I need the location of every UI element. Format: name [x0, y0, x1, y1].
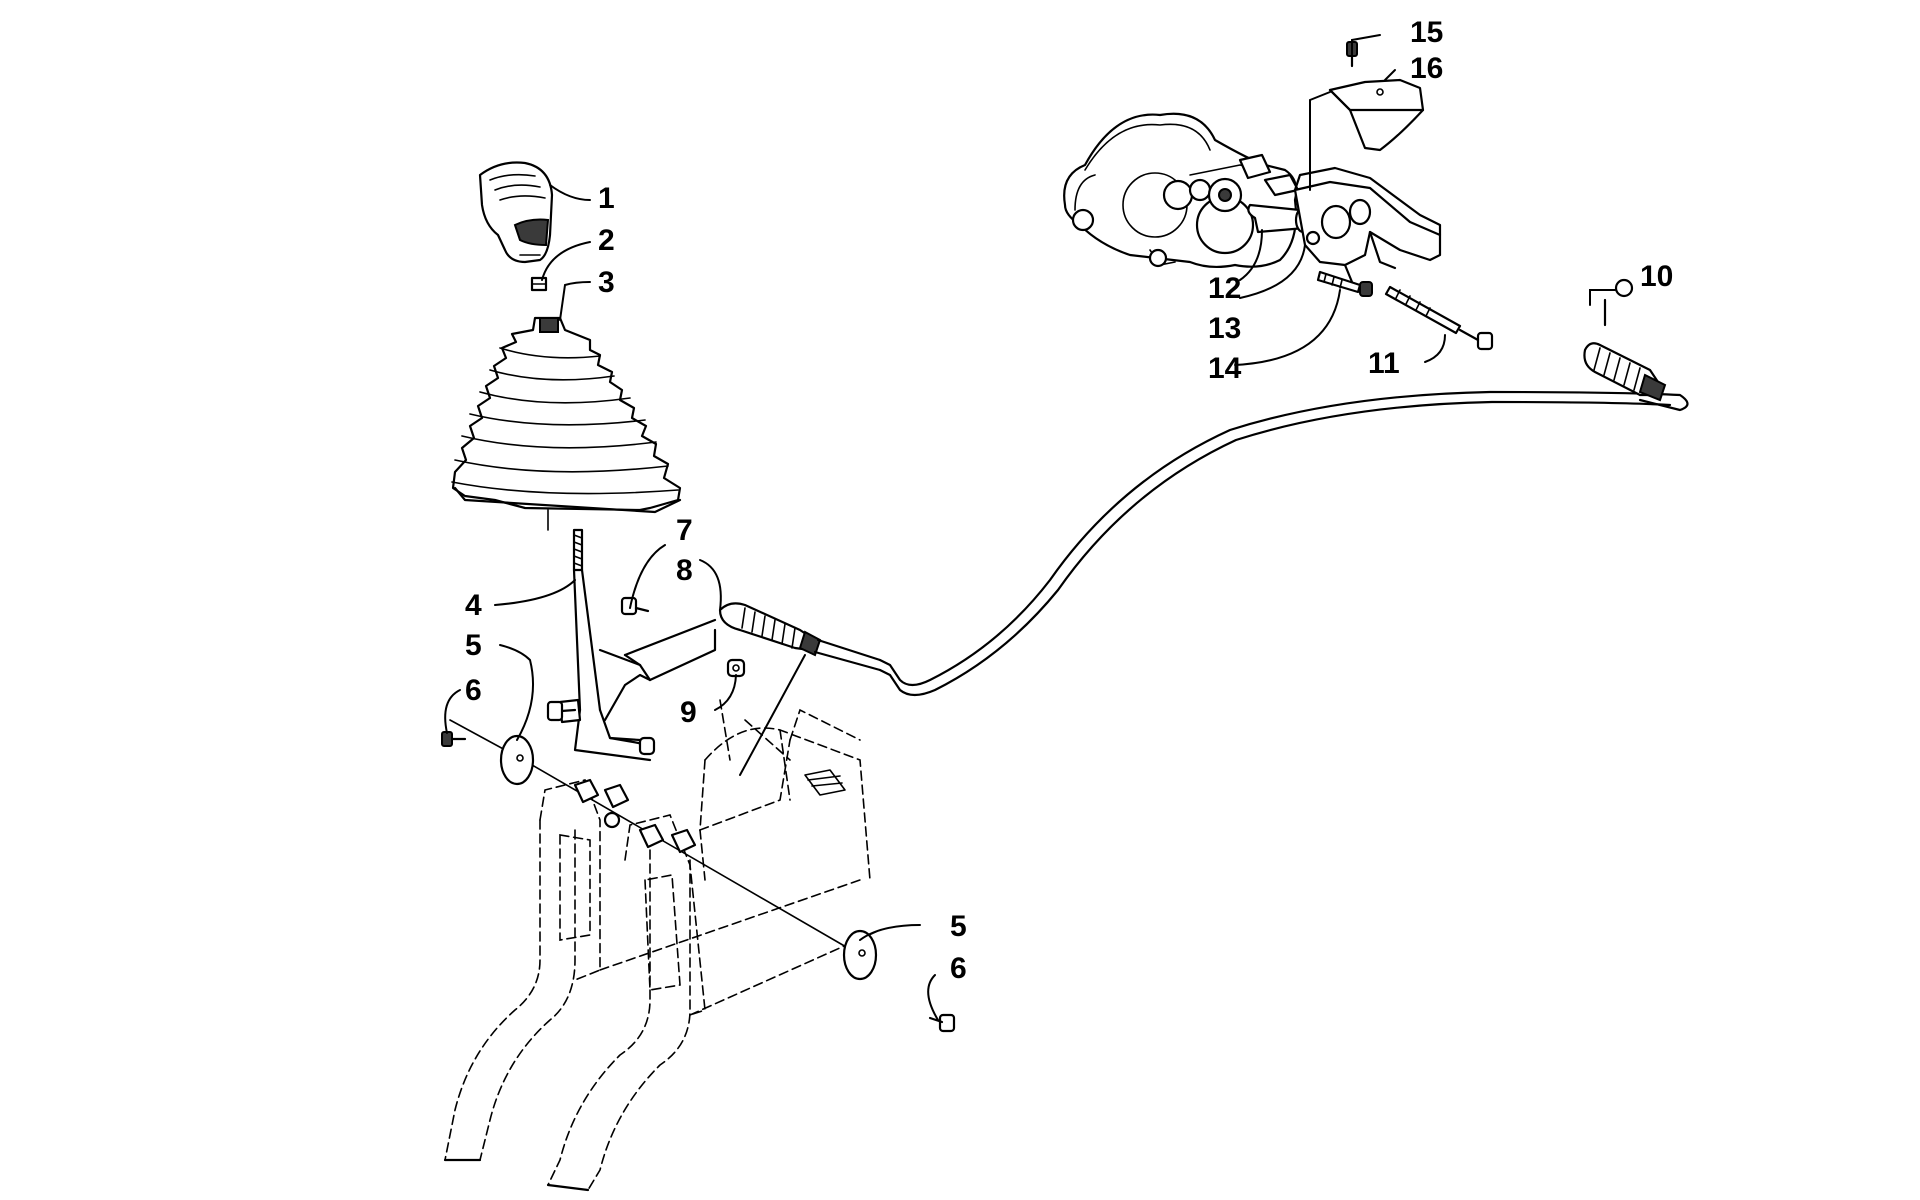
- callout-13: 13: [1208, 312, 1241, 345]
- callout-14: 14: [1208, 352, 1242, 385]
- cable-bracket: [1293, 166, 1442, 284]
- frame-structure: [443, 699, 881, 1192]
- callout-16: 16: [1410, 52, 1443, 85]
- jam-nut: [530, 276, 548, 292]
- bolt-7: [620, 596, 650, 616]
- leader-lines: [444, 34, 1616, 1021]
- callout-7: 7: [676, 514, 693, 547]
- callout-labels: 1 2 3 4 5 6 7 8 9 10 11 12 13 14 15 16 5…: [465, 16, 1673, 985]
- callout-4: 4: [465, 589, 482, 622]
- e-clip: [1603, 278, 1634, 327]
- callout-1: 1: [598, 182, 615, 215]
- callout-3: 3: [598, 266, 615, 299]
- callout-12: 12: [1208, 272, 1241, 305]
- callout-6-right: 6: [950, 952, 967, 985]
- bolt-left: [441, 731, 467, 747]
- bolt-right: [928, 1013, 956, 1033]
- callout-15: 15: [1410, 16, 1443, 49]
- bolt-11: [1384, 285, 1494, 351]
- mounting-plate: [1328, 78, 1425, 152]
- callout-6-left: 6: [465, 674, 482, 707]
- transmission-case: [1063, 112, 1300, 269]
- shift-boot: [451, 316, 682, 514]
- bolt-13: [1316, 270, 1373, 297]
- washer-left: [499, 734, 535, 786]
- shift-cable: [718, 342, 1689, 697]
- callout-11: 11: [1368, 347, 1400, 380]
- shift-knob: [478, 161, 554, 264]
- shift-lever: [546, 509, 717, 762]
- callout-8: 8: [676, 554, 693, 587]
- washer-right: [842, 929, 878, 981]
- callout-5-left: 5: [465, 629, 482, 662]
- nut-9: [726, 658, 746, 678]
- callout-9: 9: [680, 696, 697, 729]
- callout-2: 2: [598, 224, 615, 257]
- pivot-shaft: [449, 719, 861, 956]
- callout-5-right: 5: [950, 910, 967, 943]
- callout-10: 10: [1640, 260, 1673, 293]
